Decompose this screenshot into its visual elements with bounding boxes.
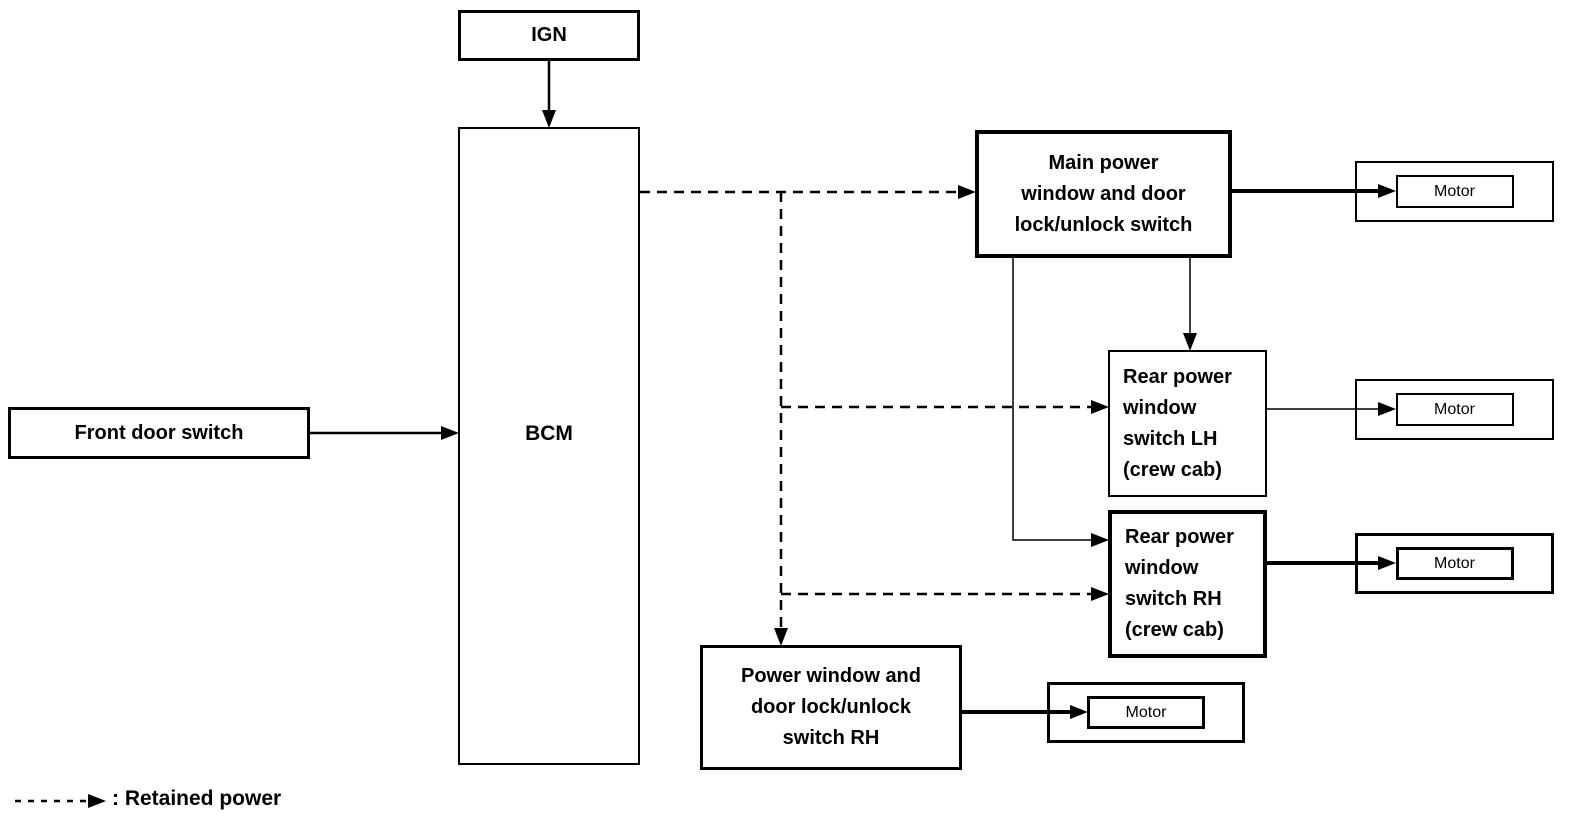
rear-power-window-switch-rh-label: Rear power window switch RH (crew cab) [1125, 526, 1234, 641]
motor-box-rear-rh: Motor [1355, 533, 1554, 594]
connector-front-door-to-bcm [310, 426, 459, 440]
arrowhead-right-icon [958, 185, 976, 199]
motor-inner-box: Motor [1087, 696, 1205, 729]
box-ign: IGN [458, 10, 640, 61]
motor-label: Motor [1125, 703, 1167, 721]
connector-main-to-rear-rh [1012, 258, 1109, 547]
connector-dashed-to-rear-lh [781, 400, 1109, 414]
box-main-power-window-switch: Main power window and door lock/unlock s… [975, 130, 1232, 258]
main-power-window-switch-label: Main power window and door lock/unlock s… [1014, 151, 1193, 236]
legend-dashed-arrow-icon [15, 794, 106, 808]
front-door-switch-label: Front door switch [74, 421, 244, 444]
motor-label: Motor [1434, 400, 1475, 418]
box-front-door-switch: Front door switch [8, 407, 310, 459]
motor-label: Motor [1434, 182, 1475, 200]
arrowhead-right-icon [1091, 400, 1109, 414]
motor-inner-box: Motor [1395, 547, 1514, 580]
bcm-label: BCM [525, 421, 573, 445]
motor-label: Motor [1434, 554, 1475, 572]
ign-label: IGN [531, 24, 567, 46]
rear-power-window-switch-lh-label: Rear power window switch LH (crew cab) [1123, 365, 1232, 481]
box-rear-power-window-switch-rh: Rear power window switch RH (crew cab) [1108, 510, 1267, 658]
arrowhead-down-icon [1183, 333, 1197, 351]
connector-bcm-to-main-switch-dashed [640, 185, 976, 199]
arrowhead-right-icon [88, 794, 106, 808]
connector-ign-to-bcm [542, 61, 556, 128]
legend-retained-power: : Retained power [112, 787, 282, 810]
motor-inner-box: Motor [1395, 393, 1514, 426]
motor-box-rear-lh: Motor [1355, 379, 1554, 440]
connector-dashed-trunk [774, 192, 788, 646]
box-rear-power-window-switch-lh: Rear power window switch LH (crew cab) [1108, 350, 1267, 497]
power-window-door-lock-switch-rh-label: Power window and door lock/unlock switch… [740, 665, 921, 749]
arrowhead-right-icon [1091, 533, 1109, 547]
box-power-window-door-lock-switch-rh: Power window and door lock/unlock switch… [700, 645, 962, 770]
motor-box-front: Motor [1355, 161, 1554, 222]
arrowhead-right-icon [441, 426, 459, 440]
arrowhead-down-icon [774, 628, 788, 646]
connector-main-to-rear-lh [1183, 258, 1197, 351]
connector-dashed-to-rear-rh [781, 587, 1109, 601]
arrowhead-down-icon [542, 110, 556, 128]
motor-box-passenger: Motor [1047, 682, 1245, 743]
box-bcm: BCM [458, 127, 640, 765]
arrowhead-right-icon [1091, 587, 1109, 601]
motor-inner-box: Motor [1395, 175, 1514, 208]
